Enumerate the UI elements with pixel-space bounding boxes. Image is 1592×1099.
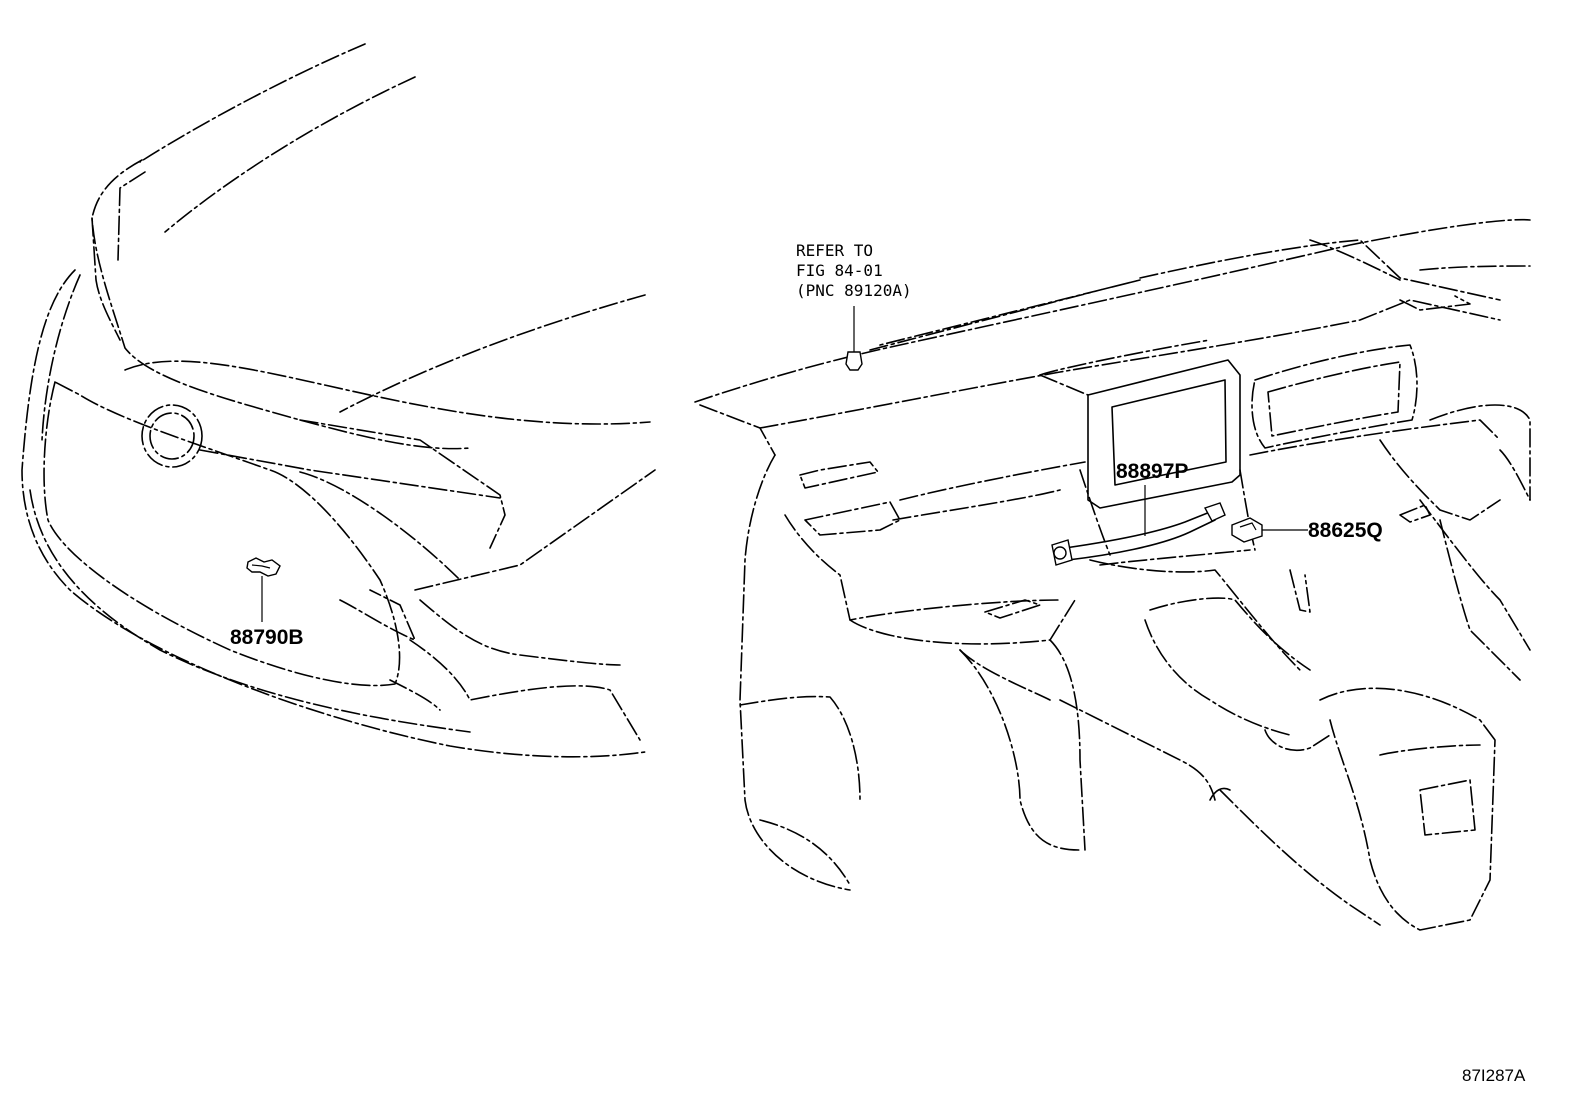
dashboard-interior-illustration [694, 218, 1531, 931]
reference-note-line1: REFER TO [796, 241, 873, 260]
reference-note: REFER TO FIG 84-01 (PNC 89120A) [796, 241, 912, 300]
refer-clip-part [845, 306, 863, 371]
grille-sensor-part [246, 557, 281, 577]
callout-88897p: 88897P [1116, 460, 1188, 483]
figure-id: 87I287A [1462, 1066, 1526, 1085]
vehicle-front-illustration [21, 43, 656, 758]
callout-88790b: 88790B [230, 626, 304, 649]
reference-note-line2: FIG 84-01 [796, 261, 883, 280]
connector-part [1231, 517, 1263, 543]
reference-note-line3: (PNC 89120A) [796, 281, 912, 300]
callout-88625q: 88625Q [1308, 519, 1383, 542]
display-harness-part [1051, 502, 1226, 566]
